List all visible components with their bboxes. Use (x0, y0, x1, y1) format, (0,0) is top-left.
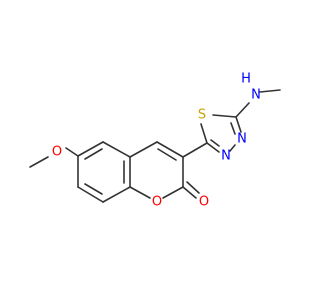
bond-o-c6 (65, 147, 79, 157)
bonds (29, 89, 281, 203)
bond-c2-carbonyl-b (186, 181, 200, 194)
bond-c2-o1 (162, 186, 184, 199)
bond-inner-c5prime-n4 (230, 122, 236, 135)
bond-c5prime-n4 (235, 116, 242, 133)
atom-carbonyl-oxygen: O (199, 195, 209, 210)
bond-c3-c2prime (182, 142, 208, 158)
bond-inner-c4-c3 (157, 148, 177, 161)
atom-sulfur: S (198, 108, 206, 123)
bond-inner-n3-c2prime (210, 139, 220, 147)
bond-c6-c5 (77, 141, 104, 157)
atom-amine-nitrogen: N (251, 88, 261, 103)
atom-ring-oxygen: O (152, 195, 162, 210)
atom-labels: O O O S N N H N (52, 72, 261, 210)
bond-n4-n3 (229, 144, 236, 152)
bond-o1-c8a (129, 186, 151, 199)
bond-c8a-c8 (102, 186, 131, 203)
bond-inner-c5-c6 (84, 148, 103, 160)
bond-inner-c7-c8 (84, 183, 103, 195)
bond-c2prime-s (200, 123, 208, 144)
atom-methoxy-oxygen: O (52, 145, 62, 160)
bond-c4-c3 (156, 141, 184, 158)
molecule-structure: O O O S N N H N (29, 72, 281, 210)
bond-s-c5prime (212, 114, 237, 118)
bond-methyl-o (29, 156, 49, 168)
bond-c5-c4a (102, 141, 131, 158)
atom-nitrogen-lower: N (221, 149, 231, 164)
bond-c4a-c4 (129, 141, 158, 158)
bond-c2-carbonyl-a (182, 186, 197, 199)
bond-c8-c7 (77, 186, 104, 203)
bond-n-methyl (259, 89, 281, 93)
atom-nitrogen-upper: N (237, 132, 247, 147)
bond-n3-c2prime (206, 142, 220, 153)
atom-amine-hydrogen: H (241, 72, 251, 87)
bond-c5prime-n (235, 102, 250, 118)
